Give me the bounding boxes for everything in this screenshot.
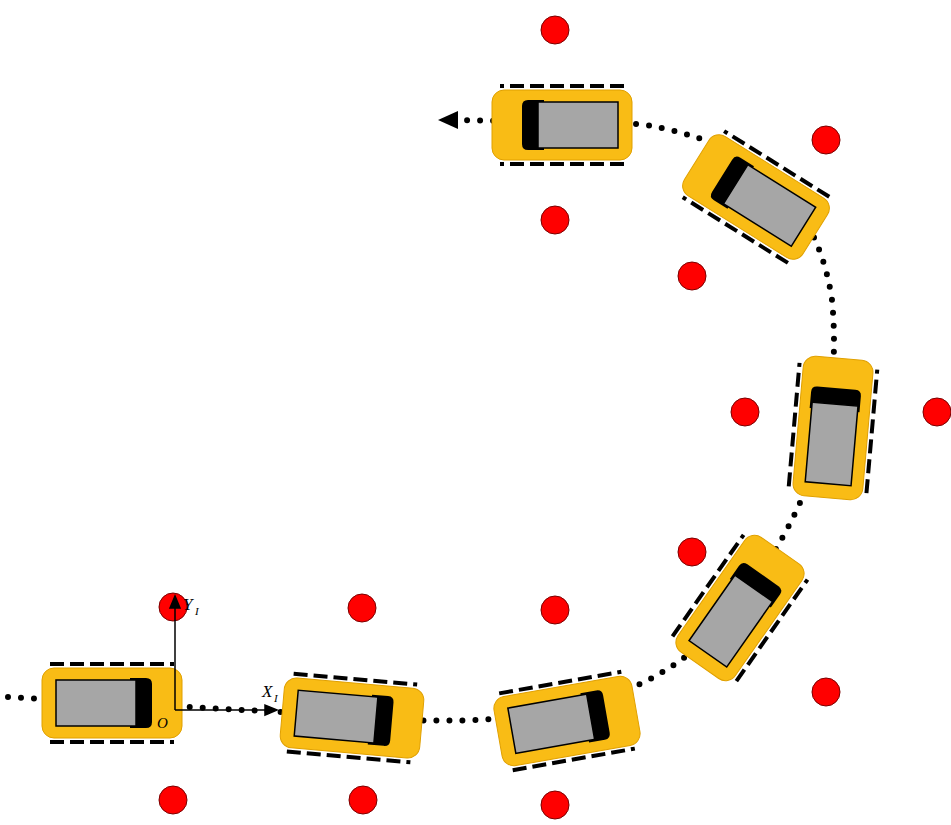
x-axis-head (265, 705, 277, 715)
cone (812, 678, 840, 706)
origin-label: O (157, 716, 168, 731)
cone (159, 786, 187, 814)
car (788, 355, 878, 501)
cone (349, 786, 377, 814)
y-axis (174, 604, 176, 710)
car (279, 673, 425, 763)
axis-label: Y (183, 596, 192, 613)
cones (159, 16, 951, 819)
car (676, 127, 836, 267)
cone (159, 593, 187, 621)
cone (678, 262, 706, 290)
cone (678, 538, 706, 566)
axis-label: X (262, 683, 272, 700)
cone (541, 206, 569, 234)
cone (541, 791, 569, 819)
car (492, 86, 632, 164)
car (42, 664, 182, 742)
cone (541, 16, 569, 44)
trajectory-arrowhead (438, 111, 458, 129)
cone (541, 596, 569, 624)
car (668, 528, 812, 687)
car (491, 670, 642, 771)
axis-subscript: I (195, 606, 199, 617)
x-axis (175, 709, 268, 711)
cone (812, 126, 840, 154)
axis-subscript: I (274, 693, 278, 704)
y-axis-head (170, 596, 180, 608)
cone (731, 398, 759, 426)
axes (170, 596, 277, 715)
cone (923, 398, 951, 426)
cone (348, 594, 376, 622)
